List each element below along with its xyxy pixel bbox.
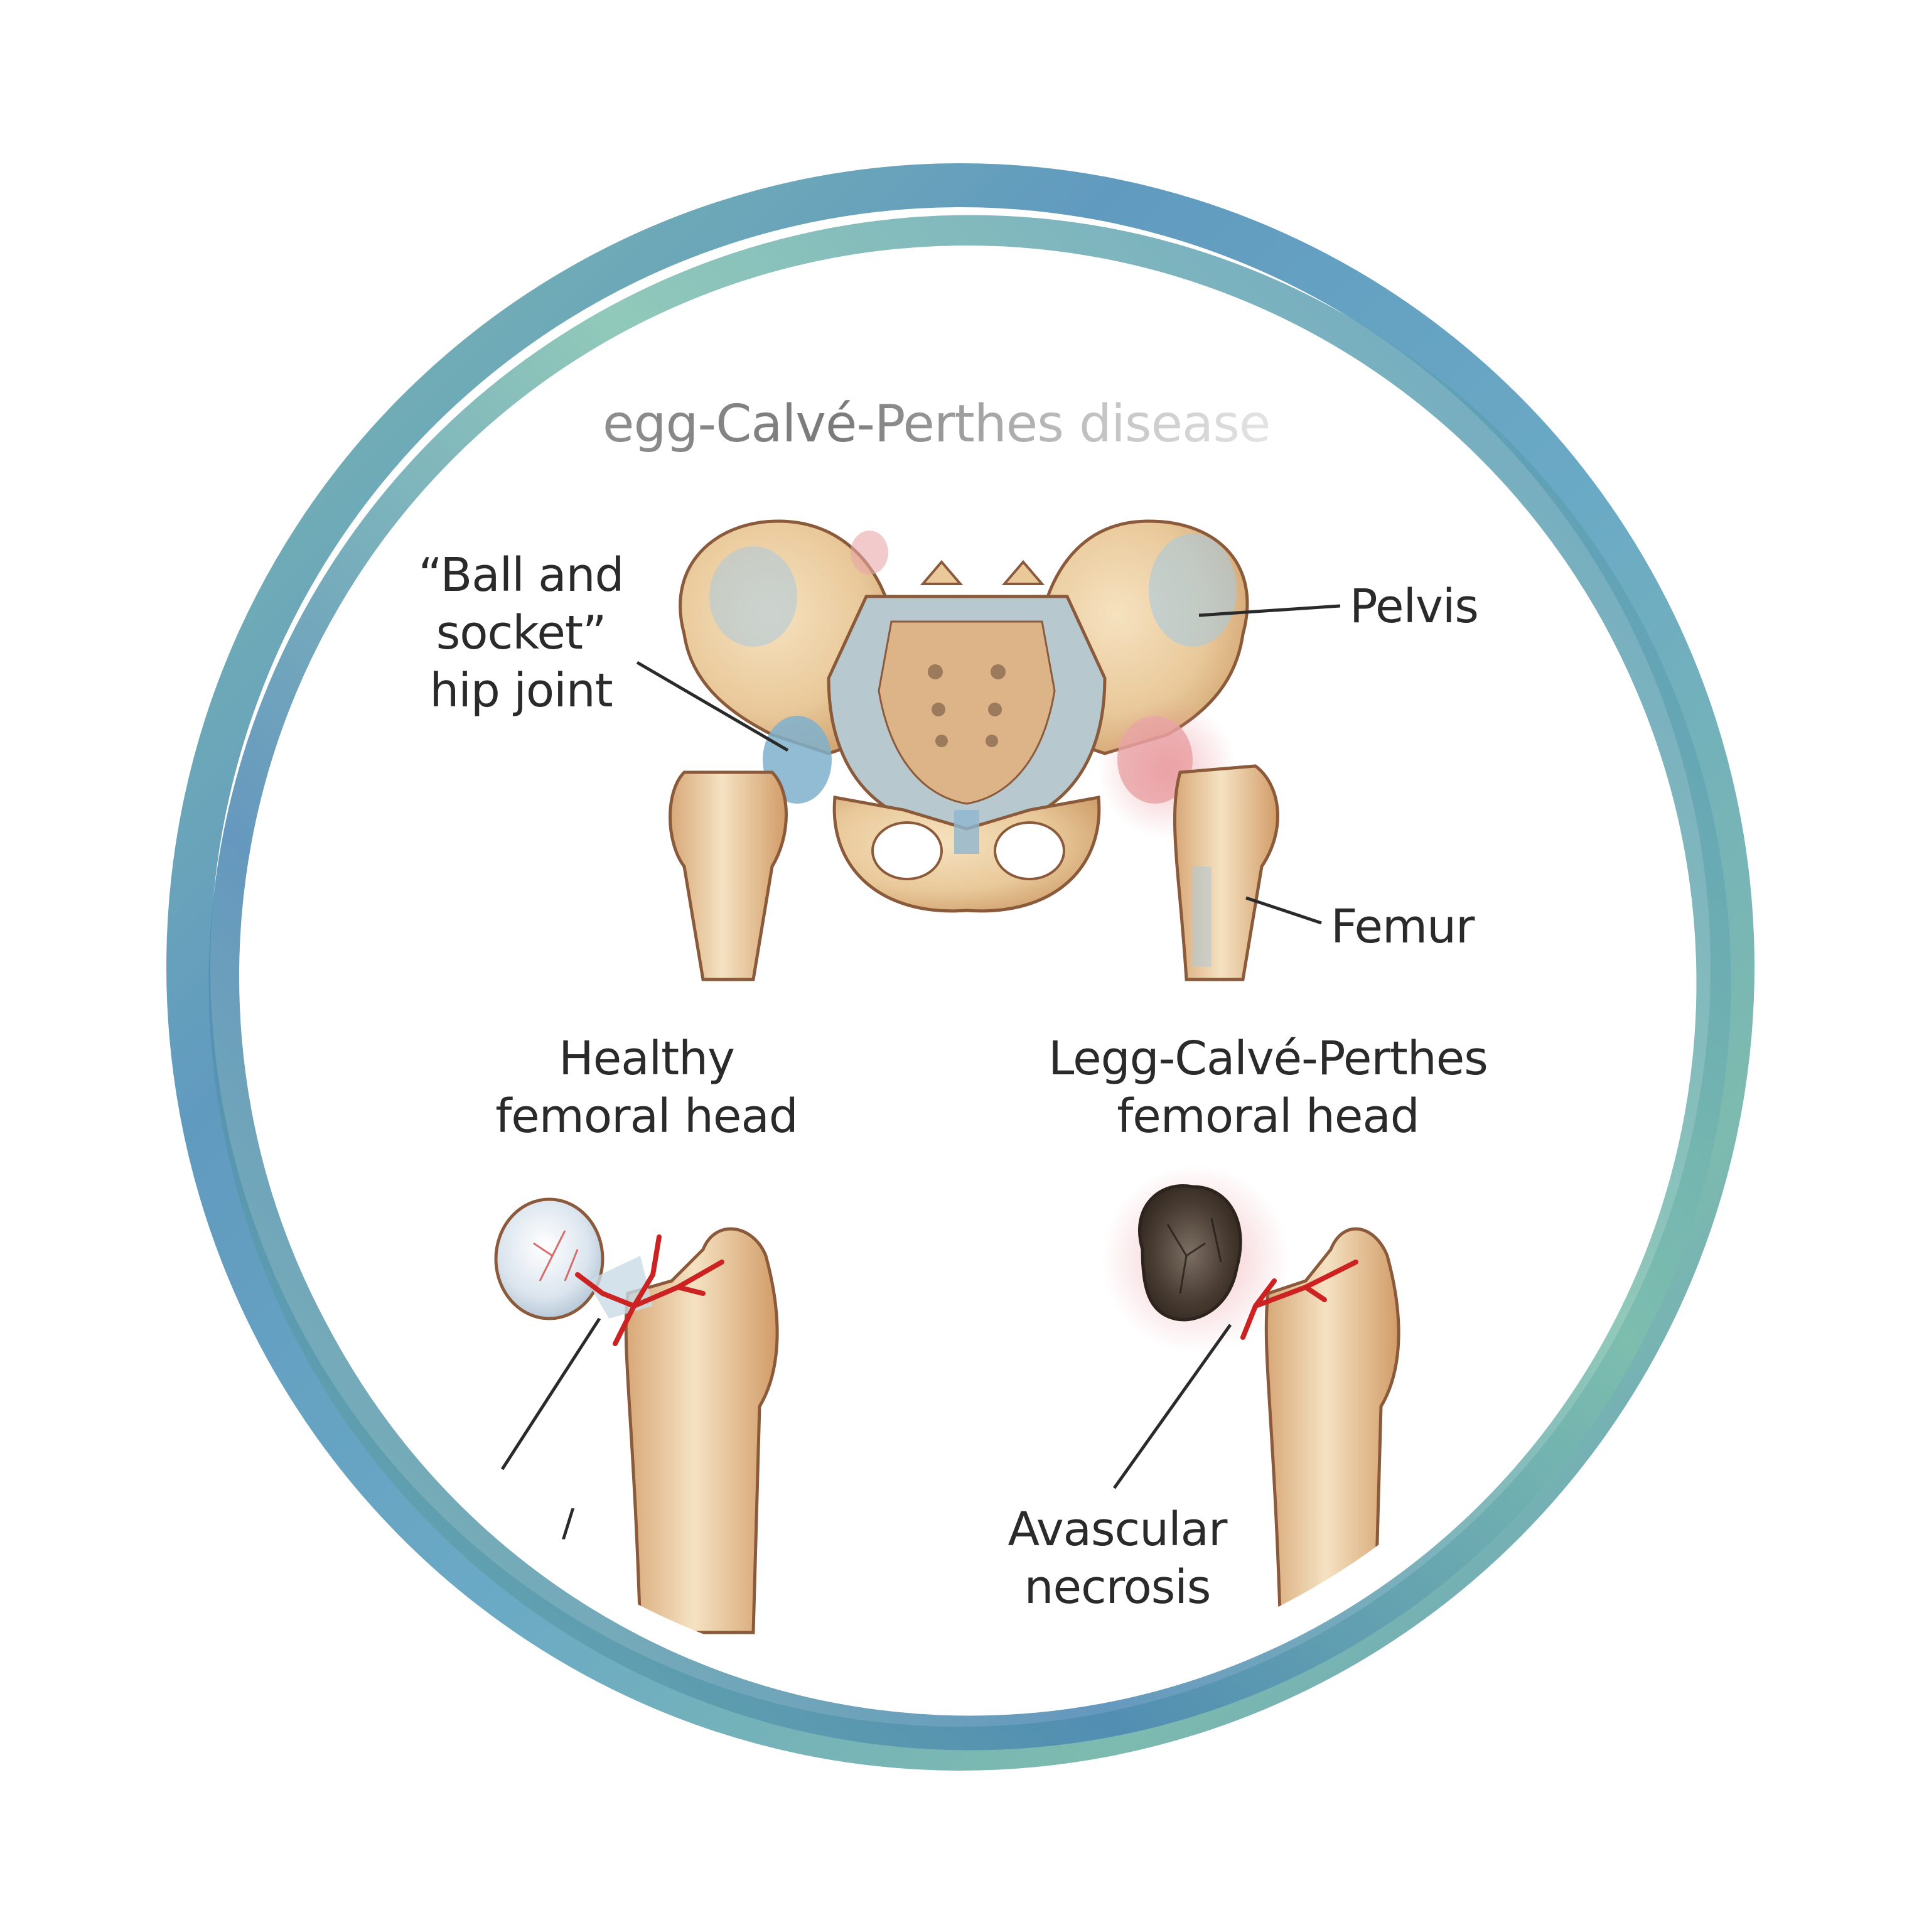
- healthy-femoral-head-label: Healthy femoral head: [477, 1030, 816, 1145]
- lcp-label-line-1: Legg-Calvé-Perthes: [1048, 1032, 1488, 1086]
- necrosis-label-line-1: Avascular: [1007, 1503, 1228, 1557]
- lcp-femoral-head-label: Legg-Calvé-Perthes femoral head: [1017, 1030, 1519, 1145]
- healthy-label-line-1: Healthy: [559, 1032, 735, 1086]
- pelvis-illustration: [669, 519, 1279, 981]
- healthy-femur-illustration: [494, 1197, 779, 1634]
- pelvis-label: Pelvis: [1350, 580, 1479, 634]
- leader-lines: [500, 604, 1341, 1489]
- lcp-label-line-2: femoral head: [1117, 1089, 1420, 1143]
- hip-joint-label-line-2: socket”: [436, 606, 607, 660]
- diagram-title: egg-Calvé-Perthes disease: [603, 394, 1271, 454]
- femur-label: Femur: [1331, 900, 1475, 954]
- healthy-label-line-2: femoral head: [495, 1089, 798, 1143]
- outer-ring: [166, 163, 1754, 1771]
- hip-joint-label: “Ball and socket” hip joint: [402, 546, 640, 720]
- hip-joint-label-line-3: hip joint: [429, 664, 613, 718]
- lcp-femur-illustration: [1102, 1165, 1400, 1634]
- cut-off-label-fragment: /: [562, 1501, 574, 1545]
- necrosis-label-line-2: necrosis: [1024, 1560, 1212, 1614]
- avascular-necrosis-label: Avascular necrosis: [979, 1501, 1255, 1616]
- hip-joint-label-line-1: “Ball and: [418, 548, 624, 602]
